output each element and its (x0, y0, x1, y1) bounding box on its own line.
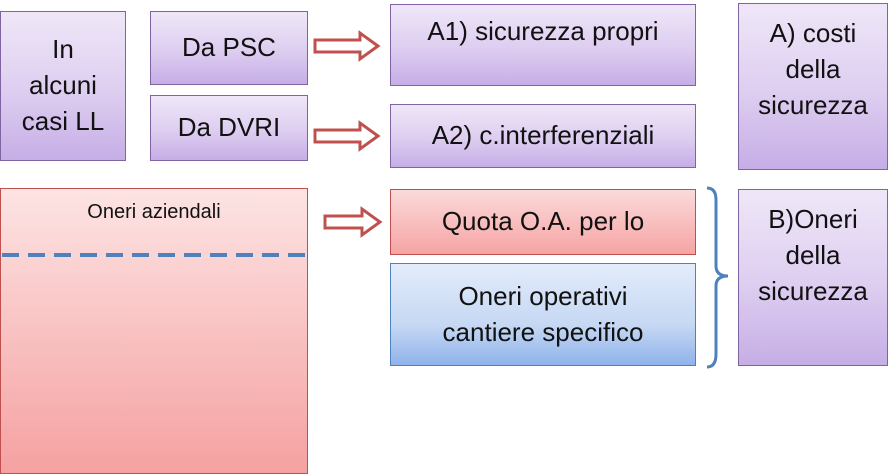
box-a1-label: A1) sicurezza propri (427, 16, 659, 46)
right-brace (706, 186, 729, 369)
box-da-psc: Da PSC (150, 11, 308, 85)
box-a1-sicurezza-propri: A1) sicurezza propri (390, 4, 696, 86)
box-da-dvri-label: Da DVRI (177, 112, 281, 143)
arrow-psc-to-a1 (313, 30, 381, 62)
box-quota-oa: Quota O.A. per lo (390, 189, 696, 255)
box-da-dvri: Da DVRI (150, 95, 308, 161)
box-a2-label: A2) c.interferenziali (431, 120, 655, 151)
box-in-alcuni-line-3: casi LL (21, 105, 105, 136)
box-oneri-sic-line-2: della (785, 239, 841, 270)
arrow-dvri-to-a2 (313, 120, 381, 152)
box-operativi-line-2: cantiere specifico (442, 316, 644, 347)
box-in-alcuni-line-1: In (52, 34, 74, 65)
box-oneri-sic-line-3: sicurezza (758, 275, 868, 306)
box-a2-interferenziali: A2) c.interferenziali (390, 104, 696, 168)
box-costi-line-3: sicurezza (758, 89, 868, 120)
box-in-alcuni-casi-ll: In alcuni casi LL (0, 11, 126, 161)
box-operativi-line-1: Oneri operativi (458, 280, 628, 311)
box-in-alcuni-line-2: alcuni (29, 70, 97, 101)
arrow-oneri-to-quota (323, 206, 383, 238)
box-b-oneri-sicurezza: B)Oneri della sicurezza (738, 189, 888, 366)
box-a-costi-sicurezza: A) costi della sicurezza (738, 3, 888, 170)
box-oneri-operativi: Oneri operativi cantiere specifico (390, 263, 696, 366)
box-quota-label: Quota O.A. per lo (441, 206, 645, 237)
box-oneri-aziendali-label: Oneri aziendali (87, 201, 221, 223)
box-da-psc-label: Da PSC (182, 32, 276, 63)
box-costi-line-2: della (785, 53, 841, 84)
box-oneri-aziendali: Oneri aziendali (0, 188, 308, 474)
box-oneri-sic-line-1: B)Oneri (768, 204, 858, 234)
box-costi-line-1: A) costi (769, 18, 857, 48)
